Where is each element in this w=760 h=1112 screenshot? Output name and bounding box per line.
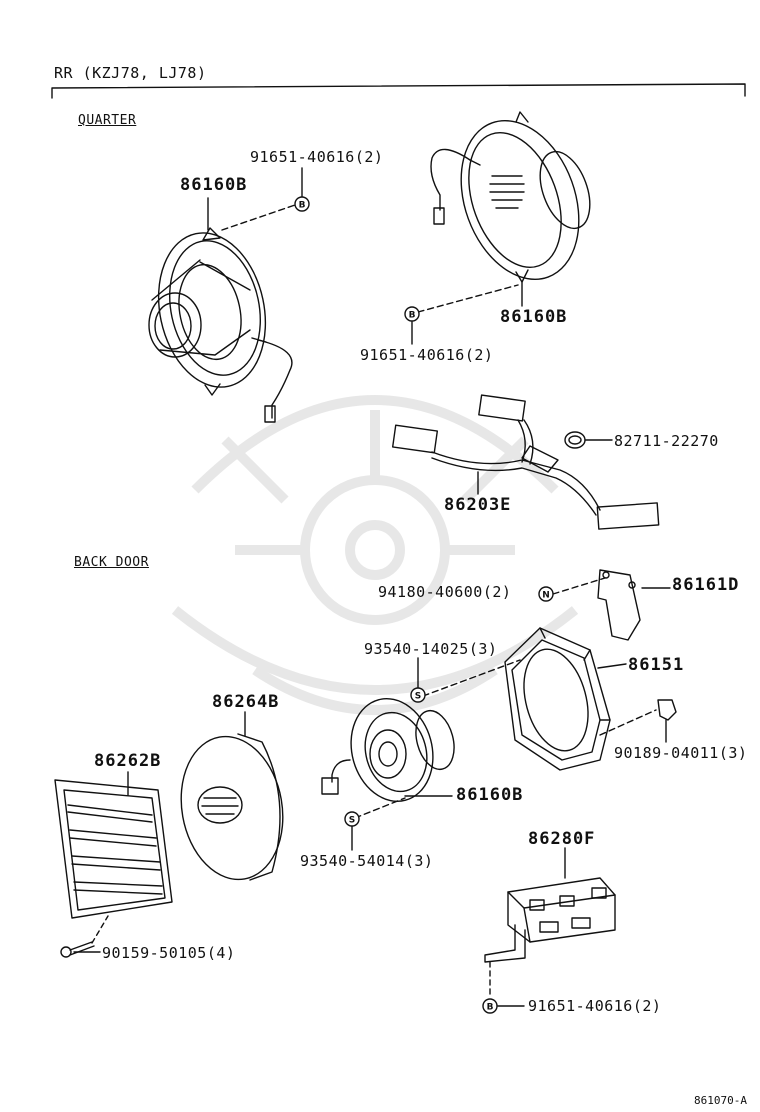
part-label-p12[interactable]: 86262B bbox=[94, 751, 162, 771]
dashed-line-p13 bbox=[599, 709, 657, 736]
part-label-p3[interactable]: 86160B bbox=[500, 307, 568, 327]
part-label-p16[interactable]: 86280F bbox=[528, 829, 596, 849]
part-label-p9[interactable]: 93540-14025(3) bbox=[364, 640, 498, 658]
fastener-circle-f3 bbox=[538, 586, 554, 602]
clip-90189 bbox=[657, 699, 677, 721]
section-back-door: BACK DOOR bbox=[74, 555, 149, 570]
part-label-p17[interactable]: 90159-50105(4) bbox=[102, 944, 236, 962]
part-label-p6[interactable]: 86203E bbox=[444, 495, 512, 515]
amplifier-86280F bbox=[484, 877, 616, 963]
dashed-line-p2 bbox=[221, 203, 299, 231]
fastener-circle-f5 bbox=[344, 811, 360, 827]
model-label: RR (KZJ78, LJ78) bbox=[54, 64, 207, 82]
part-label-p10[interactable]: 86151 bbox=[628, 655, 685, 675]
section-quarter: QUARTER bbox=[78, 113, 137, 128]
part-label-p15[interactable]: 93540-54014(3) bbox=[300, 852, 434, 870]
bracket-86161D bbox=[597, 569, 641, 641]
speaker-frame-86151 bbox=[504, 627, 611, 771]
header-bracket bbox=[51, 83, 746, 99]
part-label-p1[interactable]: 86160B bbox=[180, 175, 248, 195]
leader-p10 bbox=[597, 663, 627, 669]
part-label-p14[interactable]: 86160B bbox=[456, 785, 524, 805]
fastener-mark-f1: B bbox=[299, 201, 306, 211]
dashed-line-p4 bbox=[417, 284, 519, 313]
speaker-back-door bbox=[321, 698, 455, 802]
speaker-cover-86264B bbox=[180, 733, 284, 881]
part-label-p7[interactable]: 94180-40600(2) bbox=[378, 583, 512, 601]
part-label-p18[interactable]: 91651-40616(2) bbox=[528, 997, 662, 1015]
fastener-circle-f2 bbox=[404, 306, 420, 322]
dashed-line-p15 bbox=[354, 797, 406, 819]
part-label-p4[interactable]: 91651-40616(2) bbox=[360, 346, 494, 364]
fastener-mark-f4: S bbox=[415, 692, 421, 702]
fastener-mark-f3: N bbox=[542, 591, 550, 601]
dashed-line-p9 bbox=[422, 659, 521, 697]
fastener-circle-f4 bbox=[410, 687, 426, 703]
dashed-line-p7 bbox=[552, 577, 606, 595]
part-label-p2[interactable]: 91651-40616(2) bbox=[250, 148, 384, 166]
screw-90159 bbox=[60, 941, 95, 958]
part-label-p13[interactable]: 90189-04011(3) bbox=[614, 744, 748, 762]
speaker-right-quarter bbox=[430, 111, 591, 283]
part-label-p11[interactable]: 86264B bbox=[212, 692, 280, 712]
diagram-code: 861070-A bbox=[694, 1094, 747, 1107]
dashed-line-p17 bbox=[91, 915, 109, 944]
speaker-left-quarter bbox=[148, 227, 293, 423]
fastener-circle-f1 bbox=[294, 196, 310, 212]
fastener-mark-f6: B bbox=[487, 1003, 494, 1013]
grille-86262B bbox=[54, 779, 173, 919]
fastener-circle-f6 bbox=[482, 998, 498, 1014]
part-label-p5[interactable]: 82711-22270 bbox=[614, 432, 719, 450]
part-label-p8[interactable]: 86161D bbox=[672, 575, 740, 595]
fastener-mark-f2: B bbox=[409, 311, 416, 321]
wire-harness bbox=[391, 394, 660, 530]
fastener-mark-f5: S bbox=[349, 816, 355, 826]
